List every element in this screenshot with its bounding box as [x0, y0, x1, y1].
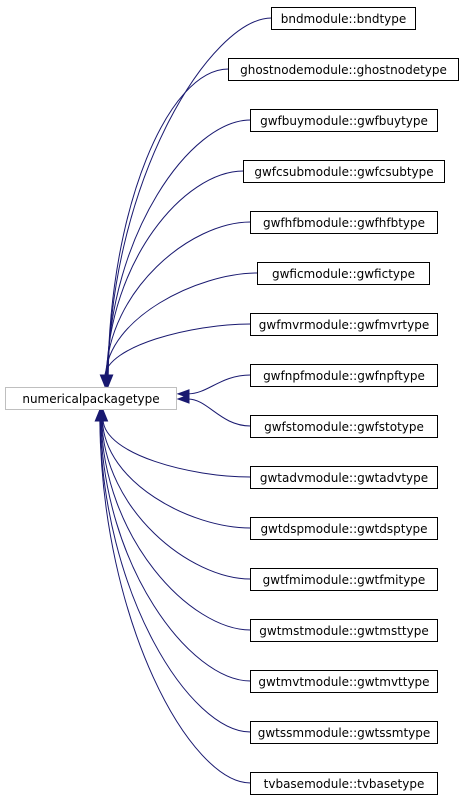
derived-class-node[interactable]: gwfhfbmodule::gwfhfbtype	[250, 211, 438, 234]
class-nodes: numericalpackagetype bndmodule::bndtypeg…	[5, 7, 459, 795]
inheritance-edge	[101, 419, 251, 529]
inheritance-arrowhead	[94, 408, 106, 422]
inheritance-edge	[187, 398, 251, 427]
derived-class-node[interactable]: gwtmstmodule::gwtmsttype	[250, 619, 438, 642]
inheritance-edge	[99, 419, 251, 733]
derived-class-node[interactable]: ghostnodemodule::ghostnodetype	[228, 58, 459, 81]
derived-class-box[interactable]	[250, 364, 438, 387]
inheritance-edge	[187, 374, 251, 395]
derived-class-label: gwficmodule::gwfictype	[272, 267, 415, 281]
derived-class-label: gwfbuymodule::gwfbuytype	[260, 114, 428, 128]
derived-class-node[interactable]: gwficmodule::gwfictype	[257, 262, 430, 285]
inheritance-edge	[106, 170, 244, 377]
derived-class-label: gwfnpfmodule::gwfnpftype	[263, 369, 425, 383]
inheritance-edge	[104, 323, 251, 377]
derived-class-label: bndmodule::bndtype	[281, 12, 407, 26]
derived-class-label: gwtfmimodule::gwtfmitype	[263, 573, 426, 587]
inheritance-edges	[94, 17, 272, 784]
derived-class-node[interactable]: gwtfmimodule::gwtfmitype	[250, 568, 438, 591]
inheritance-edge	[101, 419, 251, 580]
derived-class-node[interactable]: gwfnpfmodule::gwfnpftype	[250, 364, 438, 387]
derived-class-box[interactable]	[250, 415, 438, 438]
inheritance-edge	[100, 419, 251, 631]
base-class-label: numericalpackagetype	[22, 392, 159, 406]
derived-class-box[interactable]	[250, 313, 438, 336]
inheritance-edge	[104, 272, 258, 377]
derived-class-box[interactable]	[250, 466, 438, 489]
derived-class-box[interactable]	[257, 262, 430, 285]
inheritance-arrowhead	[176, 394, 190, 404]
derived-class-node[interactable]: gwtmvtmodule::gwtmvttype	[250, 670, 438, 693]
derived-class-box[interactable]	[250, 568, 438, 591]
derived-class-label: gwtadvmodule::gwtadvtype	[260, 471, 428, 485]
derived-class-box[interactable]	[250, 772, 438, 795]
derived-class-box[interactable]	[243, 160, 445, 183]
derived-class-label: ghostnodemodule::ghostnodetype	[240, 63, 447, 77]
base-class-node[interactable]: numericalpackagetype	[5, 387, 177, 410]
inheritance-edge	[100, 419, 251, 682]
inheritance-edge	[107, 68, 229, 377]
derived-class-node[interactable]: gwtssmmodule::gwtssmtype	[250, 721, 438, 744]
derived-class-box[interactable]	[250, 109, 438, 132]
derived-class-node[interactable]: bndmodule::bndtype	[271, 7, 416, 30]
inheritance-arrowhead	[99, 374, 111, 388]
derived-class-node[interactable]: tvbasemodule::tvbasetype	[250, 772, 438, 795]
derived-class-label: tvbasemodule::tvbasetype	[264, 777, 425, 791]
derived-class-label: gwtdspmodule::gwtdsptype	[260, 522, 427, 536]
derived-class-label: gwtssmmodule::gwtssmtype	[258, 726, 431, 740]
derived-class-box[interactable]	[250, 670, 438, 693]
derived-class-label: gwfmvrmodule::gwfmvrtype	[259, 318, 429, 332]
derived-class-label: gwfcsubmodule::gwfcsubtype	[254, 165, 433, 179]
derived-class-box[interactable]	[271, 7, 416, 30]
inheritance-edge	[102, 419, 251, 478]
derived-class-node[interactable]: gwfbuymodule::gwfbuytype	[250, 109, 438, 132]
derived-class-box[interactable]	[250, 619, 438, 642]
derived-class-label: gwfstomodule::gwfstotype	[264, 420, 424, 434]
derived-class-node[interactable]: gwfmvrmodule::gwfmvrtype	[250, 313, 438, 336]
derived-class-box[interactable]	[250, 721, 438, 744]
derived-class-box[interactable]	[228, 58, 459, 81]
inheritance-edge	[107, 17, 272, 377]
derived-class-node[interactable]: gwfstomodule::gwfstotype	[250, 415, 438, 438]
derived-class-label: gwfhfbmodule::gwfhfbtype	[263, 216, 425, 230]
derived-class-node[interactable]: gwtdspmodule::gwtdsptype	[250, 517, 438, 540]
derived-class-label: gwtmvtmodule::gwtmvttype	[258, 675, 429, 689]
derived-class-box[interactable]	[250, 211, 438, 234]
derived-class-node[interactable]: gwtadvmodule::gwtadvtype	[250, 466, 438, 489]
base-class-box[interactable]	[5, 387, 177, 410]
inheritance-edge	[99, 419, 251, 784]
inheritance-edge	[106, 119, 251, 377]
derived-class-node[interactable]: gwfcsubmodule::gwfcsubtype	[243, 160, 445, 183]
derived-class-box[interactable]	[250, 517, 438, 540]
derived-class-label: gwtmstmodule::gwtmsttype	[259, 624, 428, 638]
inheritance-edge	[105, 221, 251, 377]
